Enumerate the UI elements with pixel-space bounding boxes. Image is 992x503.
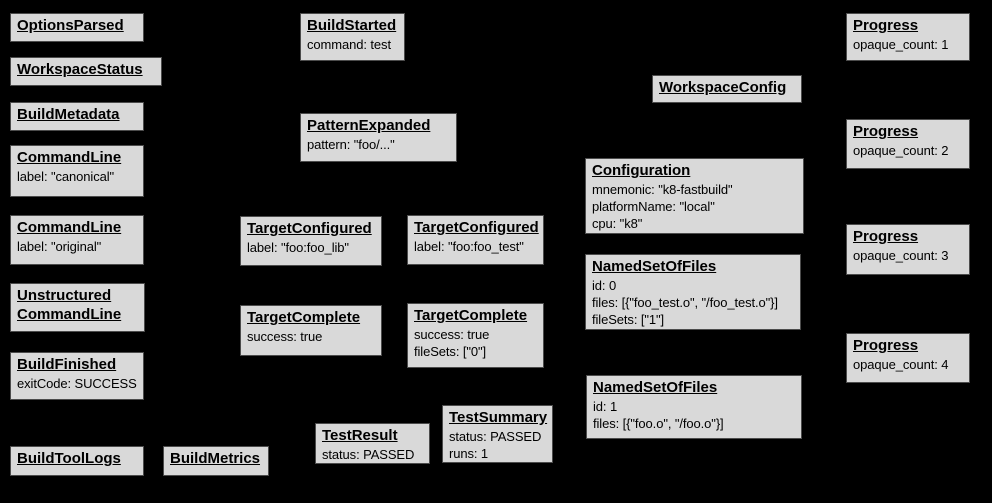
node-named-set-of-files-0: NamedSetOfFiles id: 0 files: [{"foo_test…	[585, 254, 801, 330]
node-field: fileSets: ["0"]	[414, 343, 487, 359]
node-build-finished: BuildFinished exitCode: SUCCESS	[10, 352, 144, 400]
node-field: label: "canonical"	[17, 168, 115, 184]
node-field: runs: 1	[449, 445, 489, 461]
node-title: BuildFinished	[17, 356, 117, 373]
node-workspace-status: WorkspaceStatus	[10, 57, 162, 86]
node-field: status: PASSED	[449, 428, 542, 444]
node-field: opaque_count: 4	[853, 356, 949, 372]
node-title: NamedSetOfFiles	[592, 258, 717, 275]
node-title: TargetComplete	[414, 307, 528, 324]
node-title: BuildStarted	[307, 17, 397, 34]
node-field: cpu: "k8"	[592, 216, 643, 232]
node-title: TestResult	[322, 427, 398, 444]
node-progress-3: Progress opaque_count: 3	[846, 224, 970, 275]
node-title: Unstructured CommandLine	[17, 287, 122, 323]
node-commandline-original: CommandLine label: "original"	[10, 215, 144, 265]
node-target-configured-foo-test: TargetConfigured label: "foo:foo_test"	[407, 215, 544, 265]
node-title: Progress	[853, 228, 919, 245]
node-title: Progress	[853, 337, 919, 354]
node-target-configured-foo-lib: TargetConfigured label: "foo:foo_lib"	[240, 216, 382, 266]
node-field: label: "original"	[17, 238, 102, 254]
node-field: mnemonic: "k8-fastbuild"	[592, 181, 733, 197]
node-field: success: true	[247, 328, 323, 344]
node-title: CommandLine	[17, 219, 122, 236]
node-field: opaque_count: 1	[853, 36, 949, 52]
node-pattern-expanded: PatternExpanded pattern: "foo/..."	[300, 113, 457, 162]
node-field: opaque_count: 2	[853, 142, 949, 158]
node-options-parsed: OptionsParsed	[10, 13, 144, 42]
node-field: pattern: "foo/..."	[307, 136, 395, 152]
node-title: BuildMetadata	[17, 106, 120, 123]
node-build-started: BuildStarted command: test	[300, 13, 405, 61]
node-configuration: Configuration mnemonic: "k8-fastbuild" p…	[585, 158, 804, 234]
node-field: command: test	[307, 36, 391, 52]
node-field: files: [{"foo_test.o", "/foo_test.o"}]	[592, 294, 778, 310]
node-title: WorkspaceStatus	[17, 61, 143, 78]
node-field: fileSets: ["1"]	[592, 312, 665, 328]
node-title: BuildMetrics	[170, 450, 261, 467]
node-field: success: true	[414, 326, 490, 342]
node-build-tool-logs: BuildToolLogs	[10, 446, 144, 476]
node-title: Progress	[853, 17, 919, 34]
node-build-metadata: BuildMetadata	[10, 102, 144, 131]
node-title: TargetConfigured	[247, 220, 372, 237]
node-field: id: 0	[592, 277, 617, 293]
node-field: status: PASSED	[322, 446, 415, 462]
node-field: exitCode: SUCCESS	[17, 375, 137, 391]
node-progress-2: Progress opaque_count: 2	[846, 119, 970, 169]
node-title: TestSummary	[449, 409, 548, 426]
node-title: Progress	[853, 123, 919, 140]
node-field: opaque_count: 3	[853, 247, 949, 263]
node-build-metrics: BuildMetrics	[163, 446, 269, 476]
node-field: label: "foo:foo_lib"	[247, 239, 349, 255]
node-named-set-of-files-1: NamedSetOfFiles id: 1 files: [{"foo.o", …	[586, 375, 802, 439]
node-field: id: 1	[593, 398, 618, 414]
node-progress-1: Progress opaque_count: 1	[846, 13, 970, 61]
node-field: platformName: "local"	[592, 198, 715, 214]
node-title: CommandLine	[17, 149, 122, 166]
node-workspace-config: WorkspaceConfig	[652, 75, 802, 103]
node-unstructured-commandline: Unstructured CommandLine	[10, 283, 145, 332]
node-title: WorkspaceConfig	[659, 79, 787, 96]
node-title: BuildToolLogs	[17, 450, 121, 467]
node-title: TargetConfigured	[414, 219, 539, 236]
node-title: OptionsParsed	[17, 17, 124, 34]
node-target-complete-foo-lib: TargetComplete success: true	[240, 305, 382, 356]
node-test-result: TestResult status: PASSED	[315, 423, 430, 464]
node-field: label: "foo:foo_test"	[414, 238, 524, 254]
node-title: TargetComplete	[247, 309, 361, 326]
node-title: PatternExpanded	[307, 117, 431, 134]
node-title: Configuration	[592, 162, 691, 179]
node-test-summary: TestSummary status: PASSED runs: 1	[442, 405, 553, 463]
node-commandline-canonical: CommandLine label: "canonical"	[10, 145, 144, 197]
node-progress-4: Progress opaque_count: 4	[846, 333, 970, 383]
node-target-complete-foo-test: TargetComplete success: true fileSets: […	[407, 303, 544, 368]
node-title: NamedSetOfFiles	[593, 379, 718, 396]
node-field: files: [{"foo.o", "/foo.o"}]	[593, 415, 724, 431]
